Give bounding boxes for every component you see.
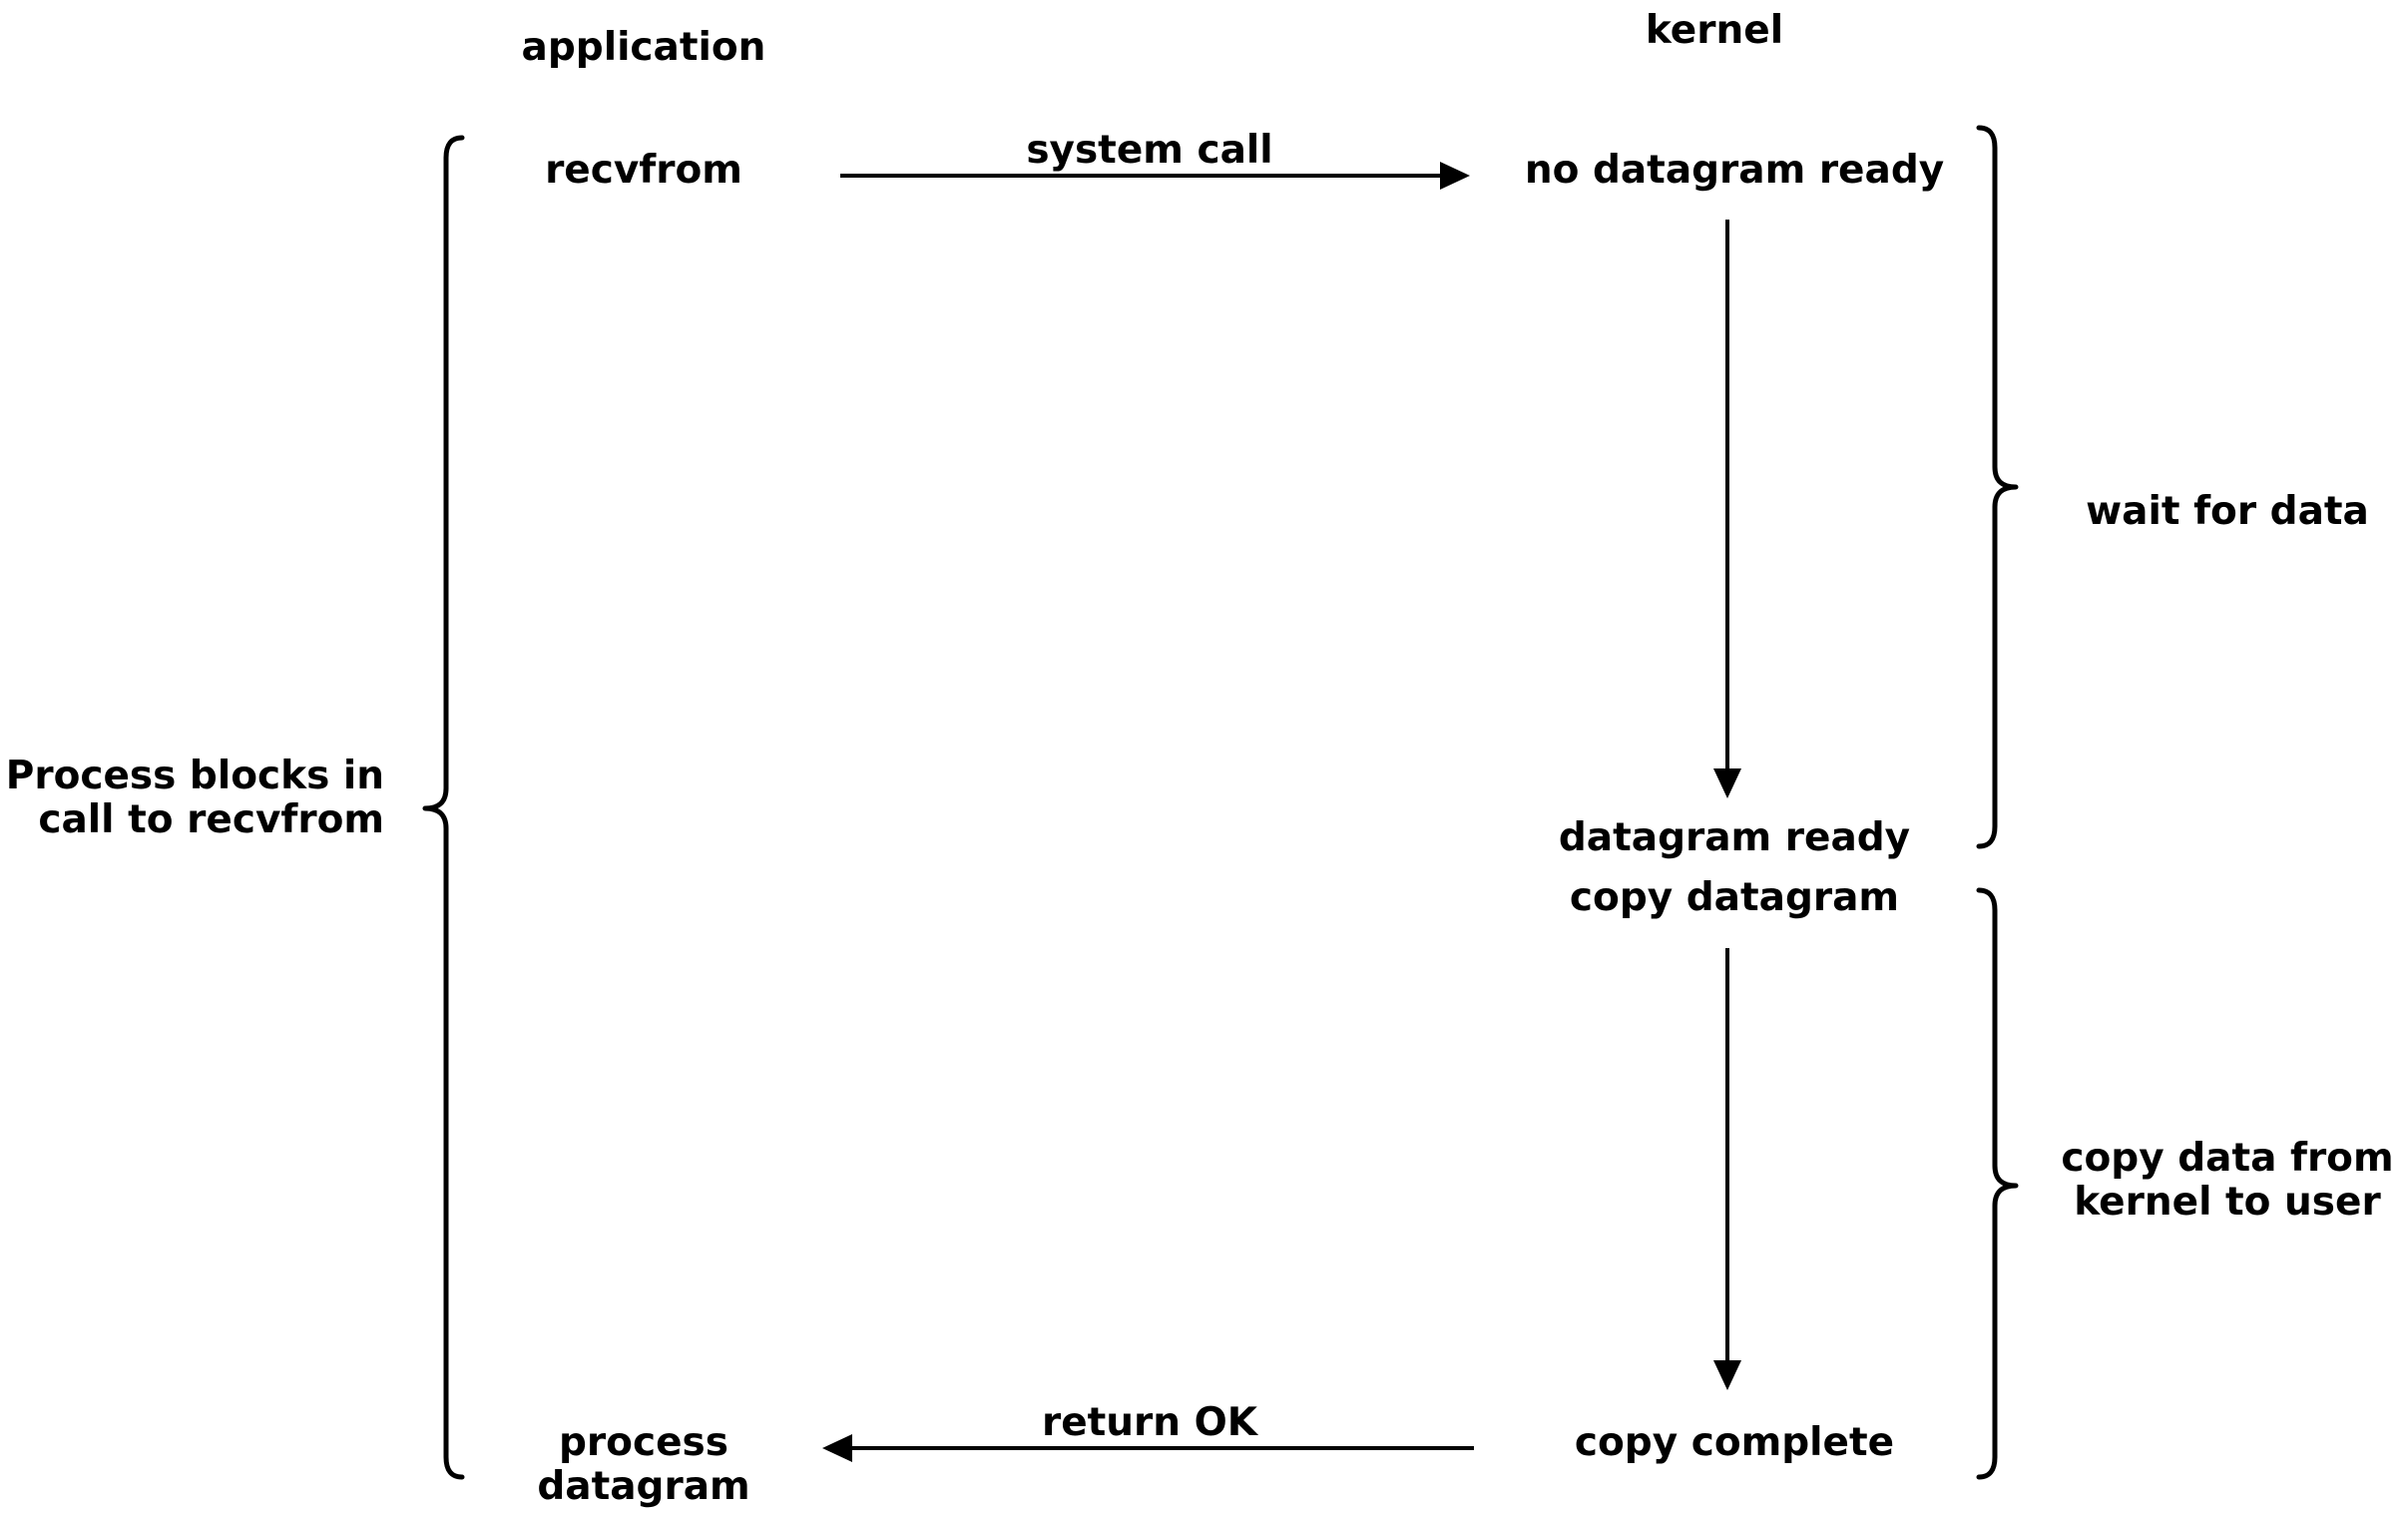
- copy-datagram-label: copy datagram: [1570, 875, 1899, 920]
- copy-data-brace: [1976, 887, 2019, 1480]
- return-ok-arrow-head: [822, 1434, 852, 1462]
- copy-data-label-line1: copy data from: [2061, 1136, 2393, 1181]
- return-ok-label: return OK: [1042, 1400, 1259, 1445]
- application-column-header: application: [522, 25, 766, 70]
- process-datagram-label-line2: datagram: [537, 1464, 749, 1509]
- process-blocks-brace: [422, 135, 465, 1480]
- datagram-ready-label: datagram ready: [1559, 815, 1910, 860]
- wait-arrow-head: [1713, 768, 1741, 798]
- no-datagram-ready-label: no datagram ready: [1525, 148, 1944, 193]
- wait-for-data-brace: [1976, 125, 2019, 849]
- recvfrom-label: recvfrom: [545, 148, 742, 193]
- process-blocks-label-line1: Process blocks in: [6, 754, 384, 798]
- process-datagram-label-line1: process: [559, 1420, 728, 1465]
- wait-for-data-label: wait for data: [2086, 489, 2369, 534]
- copy-complete-label: copy complete: [1575, 1420, 1894, 1465]
- system-call-label: system call: [1026, 128, 1272, 173]
- copy-arrow-head: [1713, 1360, 1741, 1390]
- copy-data-label-line2: kernel to user: [2074, 1180, 2381, 1225]
- system-call-arrow-head: [1440, 162, 1470, 190]
- process-blocks-label-line2: call to recvfrom: [38, 797, 384, 842]
- kernel-column-header: kernel: [1646, 8, 1783, 53]
